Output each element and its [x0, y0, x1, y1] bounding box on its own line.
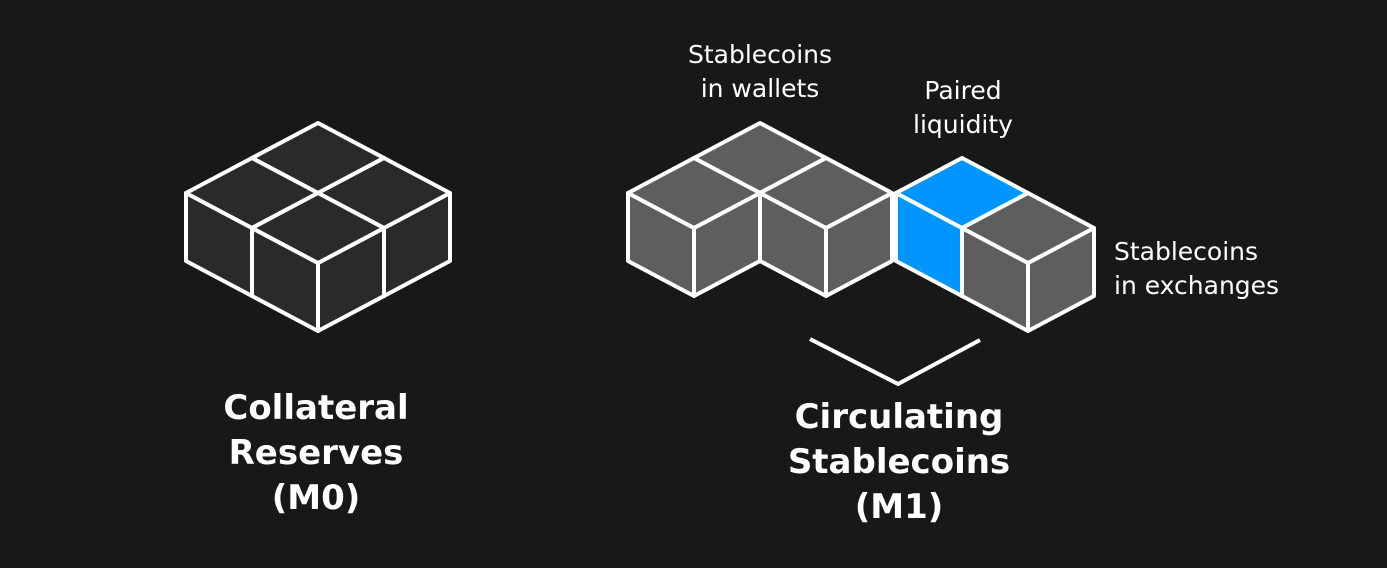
wallets-label-line-1: Stablecoins	[687, 40, 833, 69]
circulating-title-line-3: (M1)	[854, 487, 944, 527]
collateral-reserves-cube-stack	[184, 121, 452, 333]
paired-label-line-1: Paired	[924, 76, 1002, 105]
wallets-label: Stablecoins in wallets	[688, 38, 832, 106]
wallet-stablecoins-cube-stack	[626, 121, 894, 298]
collateral-reserves-title: Collateral Reserves (M0)	[223, 386, 408, 521]
exchange-stablecoins-cube-stack	[894, 156, 1096, 333]
cube-3-top-face	[626, 156, 762, 230]
cube-2-top-face	[960, 191, 1096, 265]
circulating-title-line-1: Circulating	[794, 397, 1004, 437]
exchanges-label-line-2: in exchanges	[1114, 271, 1280, 300]
cube-4-top-face	[250, 191, 386, 265]
paired-liquidity-label: Paired liquidity	[913, 74, 1013, 142]
circulating-title-line-2: Stablecoins	[787, 442, 1011, 482]
wallets-label-line-2: in wallets	[700, 74, 820, 103]
collateral-title-line-3: (M0)	[271, 478, 361, 518]
cube-2-top-face	[758, 156, 894, 230]
exchanges-label: Stablecoins in exchanges	[1114, 235, 1279, 303]
collateral-title-line-1: Collateral	[223, 388, 409, 428]
circulating-bracket	[809, 337, 981, 386]
exchanges-label-line-1: Stablecoins	[1114, 237, 1259, 266]
collateral-title-line-2: Reserves	[228, 433, 404, 473]
circulating-stablecoins-title: Circulating Stablecoins (M1)	[788, 395, 1010, 530]
paired-label-line-2: liquidity	[913, 110, 1013, 139]
